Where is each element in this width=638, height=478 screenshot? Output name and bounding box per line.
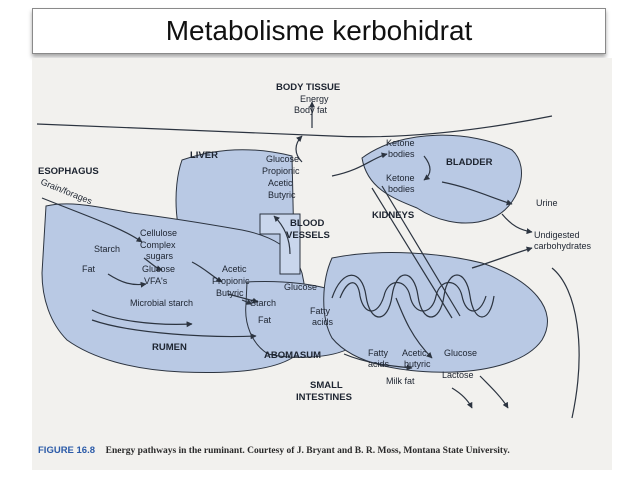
liver-butyric-label: Butyric (268, 190, 296, 200)
energy-label: Energy (300, 94, 329, 104)
body-outline (36, 115, 553, 138)
ketone-bodies-2-label-b: bodies (388, 184, 415, 194)
slide-title: Metabolisme kerbohidrat (165, 15, 473, 46)
figure-caption: FIGURE 16.8 Energy pathways in the rumin… (38, 445, 618, 456)
abomasum-glucose-label: Glucose (284, 282, 317, 292)
kidneys-label: KIDNEYS (372, 210, 414, 221)
pathway-arrows (41, 101, 533, 409)
fat-label: Fat (82, 264, 96, 274)
liver-label: LIVER (190, 150, 218, 161)
rumen-butyric-label: Butyric (216, 288, 244, 298)
rumen-glucose-label: Glucose (142, 264, 175, 274)
cellulose-label: Cellulose (140, 228, 177, 238)
microbial-starch-label: Microbial starch (130, 298, 193, 308)
liver-acetic-label: Acetic (268, 178, 293, 188)
title-box: Metabolisme kerbohidrat (32, 8, 606, 54)
si-fatty-acids-label-b: acids (368, 359, 390, 369)
rumen-label: RUMEN (152, 342, 187, 353)
abomasum-label: ABOMASUM (264, 350, 321, 361)
rumen-propionic-label: Propionic (212, 276, 250, 286)
intestine-coil (331, 274, 495, 318)
milk-fat-label: Milk fat (386, 376, 415, 386)
rumen-acetic-label: Acetic (222, 264, 247, 274)
blood-vessels-label-2: VESSELS (286, 230, 330, 241)
ketone-bodies-1-label-b: bodies (388, 149, 415, 159)
vfas-label: VFA's (144, 276, 168, 286)
kidneys-shape (361, 134, 522, 224)
si-glucose-label: Glucose (444, 348, 477, 358)
grain-forages-label: Grain/forages (39, 177, 94, 207)
body-tissue-label: BODY TISSUE (276, 82, 340, 93)
fatty-acids-label-a: Fatty (310, 306, 331, 316)
starch-label: Starch (94, 244, 120, 254)
figure-scan: BODY TISSUE LIVER ESOPHAGUS BLADDER KIDN… (32, 58, 612, 470)
body-outline-right (551, 267, 580, 419)
si-butyric-label: butyric (404, 359, 431, 369)
bladder-label: BLADDER (446, 157, 493, 168)
ketone-bodies-2-label-a: Ketone (386, 173, 415, 183)
esophagus-label: ESOPHAGUS (38, 166, 99, 177)
liver-glucose-label: Glucose (266, 154, 299, 164)
small-intestine-shape (323, 252, 548, 373)
abomasum-fat-label: Fat (258, 315, 272, 325)
complex-label: Complex (140, 240, 176, 250)
body-fat-label: Body fat (294, 105, 328, 115)
undigested-label-a: Undigested (534, 230, 580, 240)
fatty-acids-label-b: acids (312, 317, 334, 327)
small-intestines-label-2: INTESTINES (296, 392, 352, 403)
blood-vessels-shape (259, 213, 301, 275)
small-intestines-label-1: SMALL (310, 380, 343, 391)
figure-label: FIGURE 16.8 (38, 445, 96, 456)
intestine-coil-inner (339, 281, 487, 312)
sugars-label: sugars (146, 251, 174, 261)
figure-caption-text: Energy pathways in the ruminant. Courtes… (105, 446, 510, 456)
liver-propionic-label: Propionic (262, 166, 300, 176)
ketone-bodies-1-label-a: Ketone (386, 138, 415, 148)
abomasum-starch-label: Starch (250, 298, 276, 308)
ruminant-energy-pathway-diagram: BODY TISSUE LIVER ESOPHAGUS BLADDER KIDN… (36, 82, 592, 419)
blood-vessels-label-1: BLOOD (290, 218, 324, 229)
si-fatty-acids-label-a: Fatty (368, 348, 389, 358)
si-acetic-label: Acetic (402, 348, 427, 358)
undigested-label-b: carbohydrates (534, 241, 592, 251)
lactose-label: Lactose (442, 370, 474, 380)
urine-label: Urine (536, 198, 558, 208)
